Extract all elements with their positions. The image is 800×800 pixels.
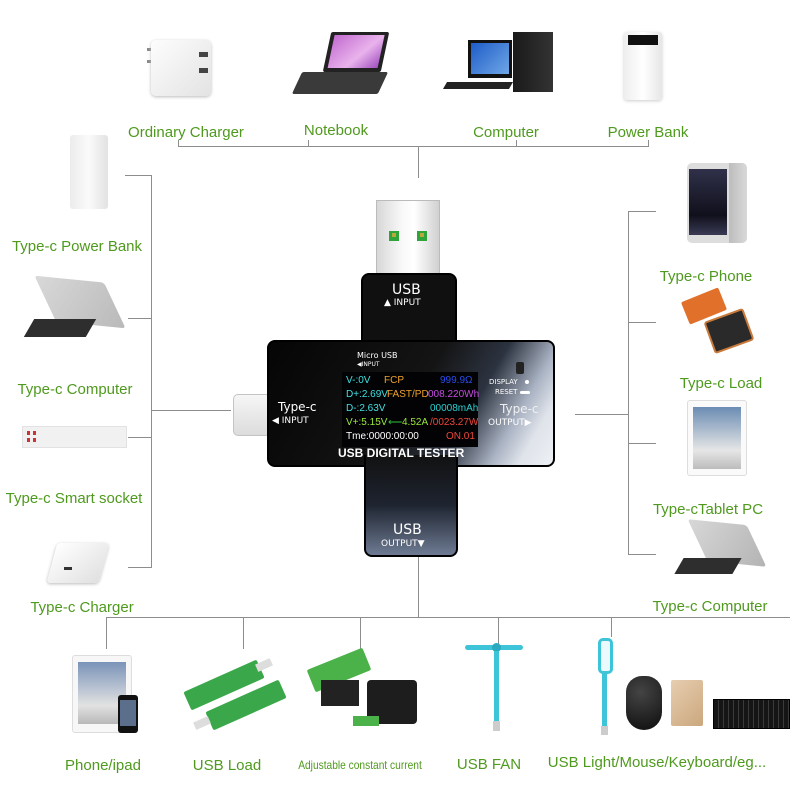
label-computer: Computer — [473, 124, 539, 141]
lcd-screen: V-:0V FCP 999.9Ω D+:2.69V FAST/PD 008.22… — [342, 372, 480, 447]
display-reset-button[interactable] — [516, 362, 524, 374]
label-ordinary-charger: Ordinary Charger — [128, 124, 244, 141]
reset-label: RESET — [495, 388, 518, 396]
micro-usb-sub: ◀INPUT — [357, 361, 380, 368]
left-tick — [128, 567, 151, 568]
v-minus-reading: V-:0V — [346, 375, 371, 386]
mouse-icon — [626, 676, 662, 730]
d-plus-reading: D+:2.69V — [346, 389, 388, 400]
current-reading: 4.52A — [402, 417, 429, 428]
label-typec-tablet-pc: Type-cTablet PC — [652, 501, 764, 518]
right-tick — [628, 211, 656, 212]
bottom-tick — [498, 617, 499, 645]
label-phone-ipad: Phone/ipad — [65, 757, 141, 774]
mode-reading: FAST/PD — [387, 389, 429, 400]
bottom-tick — [611, 617, 612, 637]
typec-output-title: Type-c — [500, 402, 539, 416]
hard-drive-icon — [671, 680, 703, 726]
right-tick — [628, 443, 656, 444]
top-tick — [516, 140, 517, 147]
power-reading: /0023.27W — [430, 417, 479, 428]
label-typec-computer-left: Type-c Computer — [17, 381, 133, 398]
top-bracket-line — [178, 146, 649, 147]
usb-input-title: USB — [392, 282, 421, 298]
desktop-computer-icon — [442, 32, 558, 102]
usb-fan-icon — [465, 643, 525, 735]
left-stem — [151, 410, 231, 411]
display-label: DISPLAY — [489, 378, 518, 386]
capacity-reading: 00008mAh — [430, 403, 479, 414]
load-board-icon — [680, 287, 755, 355]
left-tick — [128, 318, 151, 319]
power-bank-icon — [624, 32, 662, 100]
label-typec-power-bank: Type-c Power Bank — [11, 238, 143, 255]
group-reading: ON.01 — [446, 431, 475, 442]
usb-light-icon — [598, 638, 613, 674]
bottom-bracket-line — [106, 617, 790, 618]
usb-output-sub: OUTPUT▼ — [381, 539, 425, 549]
left-tick — [125, 175, 151, 176]
top-stem — [418, 146, 419, 178]
right-bracket-line — [628, 211, 629, 555]
usb-load-icon — [180, 655, 290, 731]
electronic-load-icon — [295, 647, 430, 730]
usb-input-sub: ▲ INPUT — [384, 298, 421, 308]
v-plus-reading: V+:5.15V — [346, 417, 388, 428]
current-direction-icon: ⟵ — [388, 417, 403, 428]
label-typec-charger-left: Type-c Charger — [30, 599, 134, 616]
micro-usb-title: Micro USB — [357, 351, 398, 360]
resistance-reading: 999.9Ω — [440, 375, 473, 386]
top-tick — [178, 140, 179, 147]
bottom-stem — [418, 556, 419, 617]
right-tick — [628, 554, 656, 555]
device-name: USB DIGITAL TESTER — [338, 446, 465, 460]
power-bank-icon — [70, 135, 108, 209]
time-reading: Tme:0000:00:00 — [346, 431, 419, 442]
laptop-icon — [23, 275, 126, 343]
label-usb-fan: USB FAN — [456, 756, 522, 773]
tablet-icon — [687, 400, 747, 476]
power-strip-icon — [22, 426, 127, 448]
label-typec-smart-socket: Type-c Smart socket — [5, 490, 143, 507]
laptop-icon — [291, 30, 391, 98]
device-bottom-arm — [364, 455, 458, 557]
top-tick — [308, 140, 309, 147]
usb-a-plug — [376, 200, 440, 282]
usb-peripherals-icon — [596, 638, 792, 738]
left-bracket-line — [151, 175, 152, 568]
label-usb-peripherals: USB Light/Mouse/Keyboard/eg... — [547, 754, 767, 771]
label-notebook: Notebook — [303, 122, 369, 139]
bottom-tick — [243, 617, 244, 649]
bottom-tick — [360, 617, 361, 649]
keyboard-icon — [713, 699, 790, 729]
protocol-reading: FCP — [384, 375, 404, 386]
right-stem — [575, 414, 628, 415]
smartphone-icon — [687, 163, 747, 243]
typec-input-title: Type-c — [278, 400, 317, 414]
label-usb-load: USB Load — [192, 757, 262, 774]
label-typec-load: Type-c Load — [679, 375, 763, 392]
typec-input-sub: ◀ INPUT — [272, 416, 309, 426]
left-tick — [128, 437, 151, 438]
label-typec-phone: Type-c Phone — [659, 268, 753, 285]
d-minus-reading: D-:2.63V — [346, 403, 386, 414]
tablet-phone-icon — [72, 655, 142, 733]
typec-plug — [233, 394, 271, 436]
energy-reading: 008.220Wh — [428, 389, 480, 400]
label-typec-computer-right: Type-c Computer — [652, 598, 768, 615]
wall-charger-icon — [46, 537, 116, 585]
laptop-icon — [674, 518, 767, 583]
label-adjustable-constant-current: Adjustable constant current — [298, 758, 422, 772]
bottom-tick — [106, 617, 107, 649]
top-tick — [648, 140, 649, 147]
right-tick — [628, 322, 656, 323]
label-power-bank: Power Bank — [607, 124, 689, 141]
typec-output-sub: OUTPUT▶ — [488, 418, 532, 428]
wall-charger-icon — [143, 34, 218, 99]
usb-output-title: USB — [393, 522, 422, 538]
display-indicator-icon — [525, 380, 529, 384]
reset-indicator-icon — [520, 391, 530, 394]
